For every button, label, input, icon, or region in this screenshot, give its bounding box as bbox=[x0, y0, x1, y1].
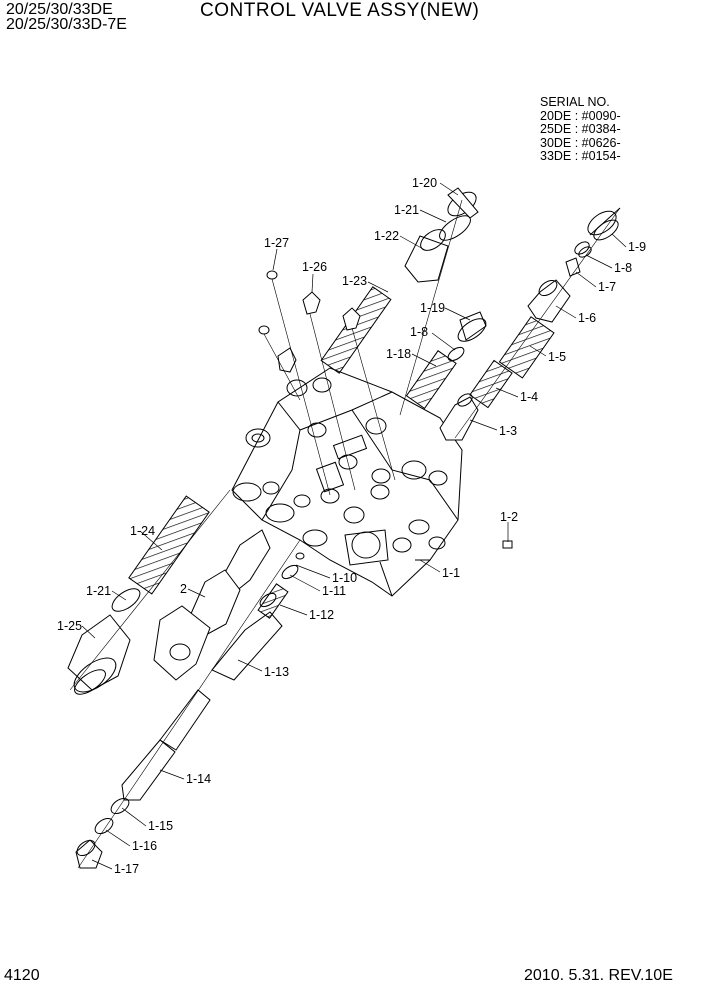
serial-line: 25DE : #0384- bbox=[540, 122, 621, 136]
part-label-1-10: 1-10 bbox=[332, 571, 357, 585]
part-label-1-8: 1-8 bbox=[410, 325, 428, 339]
part-label-1-26: 1-26 bbox=[302, 260, 327, 274]
part-label-1-21: 1-21 bbox=[86, 584, 111, 598]
part-label-1-8: 1-8 bbox=[614, 261, 632, 275]
part-label-1-23: 1-23 bbox=[342, 274, 367, 288]
serial-number-block: SERIAL NO. 20DE : #0090- 25DE : #0384- 3… bbox=[540, 95, 621, 164]
serial-line: 30DE : #0626- bbox=[540, 135, 621, 150]
serial-heading: SERIAL NO. bbox=[540, 95, 610, 109]
part-label-1-19: 1-19 bbox=[420, 301, 445, 315]
page-number: 4120 bbox=[4, 967, 40, 984]
part-label-1-1: 1-1 bbox=[442, 566, 460, 580]
pin-1-2 bbox=[502, 540, 513, 549]
part-label-1-12: 1-12 bbox=[309, 608, 334, 622]
part-label-1-5: 1-5 bbox=[548, 350, 566, 364]
upper-center-parts bbox=[320, 187, 487, 416]
page-title: CONTROL VALVE ASSY(NEW) bbox=[200, 0, 480, 21]
model-line-1: 20/25/30/33DE bbox=[6, 1, 113, 18]
part-label-1-16: 1-16 bbox=[132, 839, 157, 853]
part-label-1-15: 1-15 bbox=[148, 819, 173, 833]
revision-date: 2010. 5.31. REV.10E bbox=[524, 967, 673, 984]
part-label-1-7: 1-7 bbox=[598, 280, 616, 294]
part-label-1-18: 1-18 bbox=[386, 347, 411, 361]
part-label-1-27: 1-27 bbox=[264, 236, 289, 250]
part-labels: 1-20 1-21 1-22 1-27 1-26 1-23 1-19 1-8 1… bbox=[57, 176, 646, 876]
serial-line: 20DE : #0090- bbox=[540, 108, 621, 123]
part-label-1-20: 1-20 bbox=[412, 176, 437, 190]
right-spool-stack bbox=[439, 207, 621, 441]
part-label-1-9: 1-9 bbox=[628, 240, 646, 254]
part-label-1-22: 1-22 bbox=[374, 229, 399, 243]
part-label-1-14: 1-14 bbox=[186, 772, 211, 786]
part-label-1-17: 1-17 bbox=[114, 862, 139, 876]
part-label-1-11: 1-11 bbox=[322, 584, 346, 598]
model-line-2: 20/25/30/33D-7E bbox=[6, 16, 127, 33]
part-label-1-25: 1-25 bbox=[57, 619, 82, 633]
serial-line: 33DE : #0154- bbox=[540, 149, 621, 163]
solenoid-assembly bbox=[75, 529, 305, 869]
part-label-1-13: 1-13 bbox=[264, 665, 289, 679]
part-label-1-21: 1-21 bbox=[394, 203, 419, 217]
left-spring-assembly bbox=[67, 489, 231, 695]
leader-lines bbox=[81, 182, 627, 870]
part-label-1-2: 1-2 bbox=[500, 510, 518, 524]
part-label-1-4: 1-4 bbox=[520, 390, 538, 404]
part-label-2: 2 bbox=[180, 582, 187, 596]
part-label-1-3: 1-3 bbox=[499, 424, 517, 438]
part-label-1-24: 1-24 bbox=[130, 524, 155, 538]
top-plugs bbox=[258, 270, 396, 496]
part-label-1-6: 1-6 bbox=[578, 311, 596, 325]
